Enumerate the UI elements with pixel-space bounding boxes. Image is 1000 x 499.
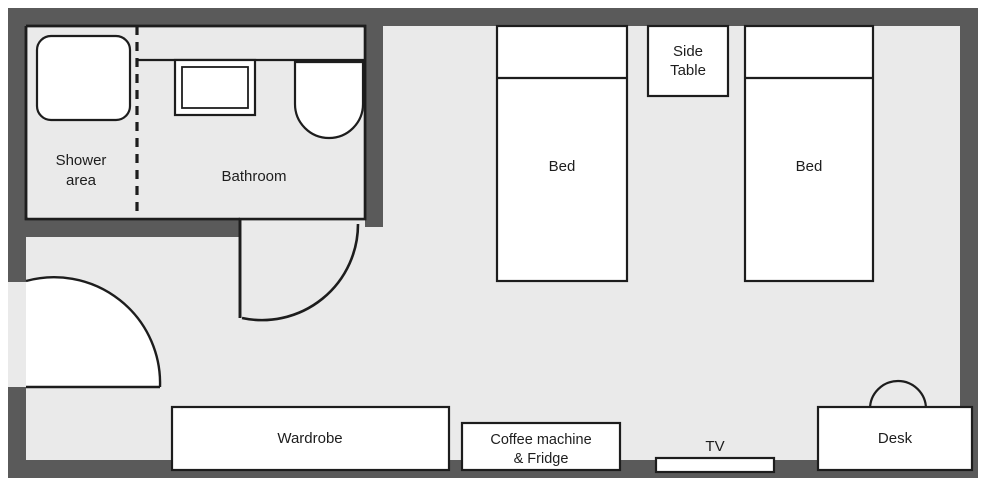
shower-tray[interactable] [35,34,132,122]
bed-left[interactable] [495,24,629,283]
tv-label: TV [705,438,724,455]
shower-area-label-line1: Shower [56,152,107,169]
bathroom-door-swing-arc[interactable] [241,223,360,322]
bed-right[interactable] [743,24,875,283]
bed-right-label: Bed [796,158,823,175]
side-table[interactable] [646,24,730,98]
toilet[interactable] [293,60,365,140]
bed-left-label: Bed [549,158,576,175]
coffee-machine-fridge[interactable] [460,421,622,472]
wall-top [8,8,978,26]
bathroom-left-bottom-outline-redraw [24,26,240,221]
wall-right [960,8,978,478]
side-table-label-line1: Side [673,43,703,60]
wall-left-lower [8,387,26,478]
sink-basin [181,66,249,109]
desk-chair[interactable] [868,379,928,411]
wall-bathroom-right [365,26,383,227]
coffee-fridge-label-line2: & Fridge [514,451,569,467]
shower-area-label-line2: area [66,172,97,189]
desk-label: Desk [878,430,913,447]
desk[interactable] [816,405,974,472]
wardrobe-label: Wardrobe [277,430,342,447]
entrance-door-arc-line [25,276,162,388]
tv[interactable] [654,456,776,474]
entrance-door-swing[interactable] [26,277,161,387]
wardrobe[interactable] [170,405,451,472]
bathroom-label: Bathroom [221,168,286,185]
wall-bathroom-bottom-left [26,219,240,237]
side-table-label-line2: Table [670,62,706,79]
coffee-fridge-label-line1: Coffee machine [490,432,591,448]
wall-left-upper [8,8,26,282]
